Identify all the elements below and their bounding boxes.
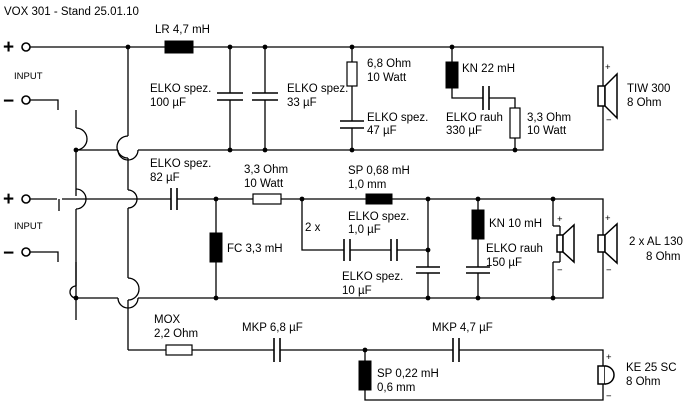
speaker-al-130-right-plus: + bbox=[605, 213, 611, 224]
speaker-tiw-300-plus: + bbox=[605, 62, 611, 73]
speaker-tiw-300-minus: − bbox=[606, 115, 612, 126]
input-terminal-2: + INPUT − bbox=[3, 189, 43, 264]
svg-text:10 Watt: 10 Watt bbox=[527, 125, 567, 137]
input-1-minus-sign: − bbox=[3, 91, 14, 112]
mid-elko-10uf: ELKO spez. 10 µF bbox=[342, 266, 440, 297]
svg-text:ELKO spez.: ELKO spez. bbox=[367, 112, 428, 124]
svg-text:ELKO spez.: ELKO spez. bbox=[150, 83, 211, 95]
svg-text:ELKO spez.: ELKO spez. bbox=[287, 83, 348, 95]
bass-inductor-kn-22mh: KN 22 mH bbox=[445, 61, 515, 89]
input-2-label: INPUT bbox=[14, 221, 43, 232]
mid-inductor-fc-3-3mh: FC 3,3 mH bbox=[209, 232, 283, 263]
svg-text:ELKO spez.: ELKO spez. bbox=[348, 211, 409, 223]
input-2-minus-terminal bbox=[21, 247, 31, 257]
mid-elko-2x-1uf: 2 x ELKO spez. 1,0 µF bbox=[305, 211, 409, 261]
mid-resistor-3-3-ohm: 3,3 Ohm 10 Watt bbox=[244, 164, 288, 205]
speaker-tiw-300: + − TIW 300 8 Ohm bbox=[597, 60, 670, 126]
mid-inductor-kn-10mh: KN 10 mH bbox=[471, 209, 542, 240]
speaker-ke-25-sc-impedance: 8 Ohm bbox=[626, 376, 661, 388]
bass-elko-47uf: ELKO spez. 47 µF bbox=[340, 112, 428, 137]
input-1-label: INPUT bbox=[14, 71, 43, 82]
svg-text:ELKO rauh: ELKO rauh bbox=[486, 243, 543, 255]
wiring bbox=[30, 46, 604, 401]
bass-resistor-3-3-ohm: 3,3 Ohm 10 Watt bbox=[509, 107, 571, 139]
speaker-al-130-left: + − bbox=[553, 214, 575, 276]
svg-text:82 µF: 82 µF bbox=[150, 172, 180, 184]
speaker-al-130-impedance: 8 Ohm bbox=[646, 251, 681, 263]
speaker-al-130-left-minus: − bbox=[557, 265, 563, 276]
speaker-al-130-left-plus: + bbox=[557, 214, 563, 225]
bass-resistor-6-8-ohm: 6,8 Ohm 10 Watt bbox=[346, 58, 411, 87]
svg-text:ELKO rauh: ELKO rauh bbox=[446, 112, 503, 124]
svg-text:SP 0,22 mH: SP 0,22 mH bbox=[377, 368, 439, 380]
input-1-plus-sign: + bbox=[3, 37, 14, 58]
svg-text:47 µF: 47 µF bbox=[367, 125, 397, 137]
svg-text:3,3 Ohm: 3,3 Ohm bbox=[527, 112, 571, 124]
bass-elko-100uf: ELKO spez. 100 µF bbox=[150, 83, 243, 109]
svg-text:10 Watt: 10 Watt bbox=[244, 178, 284, 190]
svg-text:2 x: 2 x bbox=[305, 222, 321, 234]
svg-text:MOX: MOX bbox=[154, 314, 181, 326]
svg-text:33 µF: 33 µF bbox=[287, 97, 317, 109]
svg-text:SP 0,68 mH: SP 0,68 mH bbox=[348, 165, 410, 177]
svg-text:KN 10 mH: KN 10 mH bbox=[489, 218, 542, 230]
svg-text:10 µF: 10 µF bbox=[342, 285, 372, 297]
svg-text:100 µF: 100 µF bbox=[150, 97, 186, 109]
svg-text:KN 22 mH: KN 22 mH bbox=[462, 63, 515, 75]
speaker-al-130-label: 2 x AL 130 bbox=[629, 236, 683, 248]
speaker-ke-25-sc-minus: − bbox=[606, 391, 612, 402]
bass-inductor-lr: LR 4,7 mH bbox=[155, 24, 210, 54]
input-2-minus-sign: − bbox=[3, 243, 14, 264]
speaker-ke-25-sc-label: KE 25 SC bbox=[626, 362, 677, 374]
speaker-al-130-right-minus: − bbox=[606, 265, 612, 276]
bass-elko-330uf: ELKO rauh 330 µF bbox=[446, 86, 503, 137]
svg-text:ELKO spez.: ELKO spez. bbox=[150, 158, 211, 170]
svg-text:10 Watt: 10 Watt bbox=[367, 72, 407, 84]
speaker-ke-25-sc: + − KE 25 SC 8 Ohm bbox=[597, 352, 677, 402]
treble-mkp-4-7uf: MKP 4,7 µF bbox=[432, 322, 493, 362]
svg-text:330 µF: 330 µF bbox=[446, 125, 482, 137]
svg-text:FC 3,3 mH: FC 3,3 mH bbox=[227, 243, 283, 255]
mid-elko-150uf: ELKO rauh 150 µF bbox=[466, 243, 543, 274]
input-2-plus-terminal bbox=[21, 194, 31, 204]
speaker-tiw-300-label: TIW 300 bbox=[627, 83, 670, 95]
svg-text:1,0 µF: 1,0 µF bbox=[348, 224, 381, 236]
treble-inductor-sp-0-22mh: SP 0,22 mH 0,6 mm bbox=[358, 360, 439, 394]
svg-text:LR 4,7 mH: LR 4,7 mH bbox=[155, 24, 210, 36]
input-2-plus-sign: + bbox=[3, 189, 14, 210]
mid-elko-82uf: ELKO spez. 82 µF bbox=[150, 158, 211, 210]
bass-elko-33uf: ELKO spez. 33 µF bbox=[252, 83, 348, 109]
input-1-plus-terminal bbox=[21, 42, 31, 52]
svg-text:ELKO spez.: ELKO spez. bbox=[342, 271, 403, 283]
svg-text:2,2 Ohm: 2,2 Ohm bbox=[154, 328, 198, 340]
svg-text:MKP 4,7 µF: MKP 4,7 µF bbox=[432, 322, 493, 334]
svg-text:0,6 mm: 0,6 mm bbox=[377, 382, 415, 394]
svg-text:3,3 Ohm: 3,3 Ohm bbox=[244, 164, 288, 176]
svg-text:MKP 6,8 µF: MKP 6,8 µF bbox=[242, 322, 303, 334]
svg-text:150 µF: 150 µF bbox=[486, 257, 522, 269]
svg-text:6,8 Ohm: 6,8 Ohm bbox=[367, 58, 411, 70]
input-terminal-1: + INPUT − bbox=[3, 37, 43, 112]
schematic-title: VOX 301 - Stand 25.01.10 bbox=[4, 6, 139, 18]
treble-resistor-mox: MOX 2,2 Ohm bbox=[154, 314, 198, 356]
input-1-minus-terminal bbox=[21, 95, 31, 105]
junction-dots bbox=[73, 44, 556, 353]
speaker-ke-25-sc-plus: + bbox=[606, 352, 612, 363]
speaker-al-130-right: + − 2 x AL 130 8 Ohm bbox=[597, 213, 683, 276]
svg-text:1,0 mm: 1,0 mm bbox=[348, 179, 386, 191]
mid-inductor-sp-0-68mh: SP 0,68 mH 1,0 mm bbox=[348, 165, 410, 205]
speaker-tiw-300-impedance: 8 Ohm bbox=[627, 97, 662, 109]
treble-mkp-6-8uf: MKP 6,8 µF bbox=[242, 322, 303, 362]
